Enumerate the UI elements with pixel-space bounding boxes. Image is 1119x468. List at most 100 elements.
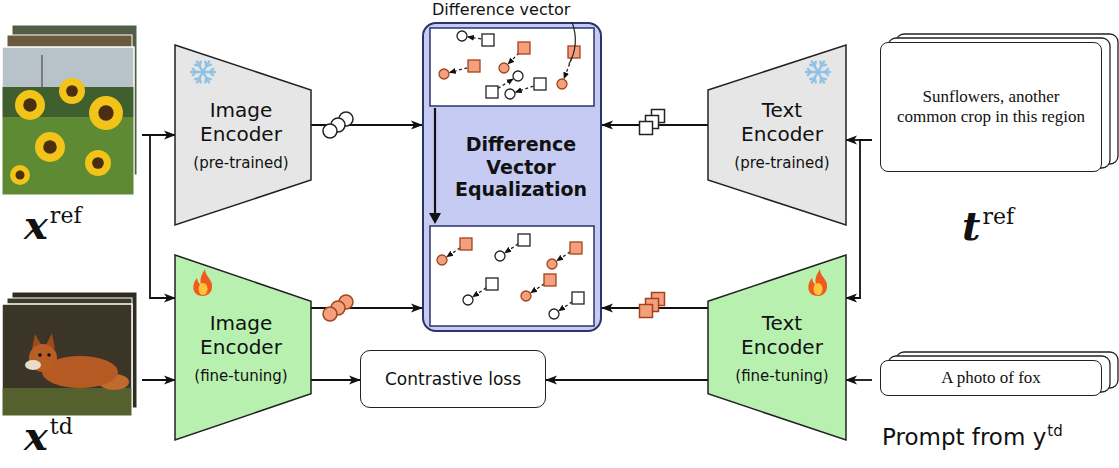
variable-name: t [962,206,980,246]
transform-arrow [434,108,436,214]
photo-antenna [41,55,43,87]
fox-snout [25,360,41,370]
encoder-state: (fine-tuning) [735,367,828,385]
loss-box: Contrastive loss [360,350,546,408]
encoder-state: (fine-tuning) [194,367,287,385]
sunflower-center [92,157,104,169]
image-embedding [505,89,515,99]
snowflake-arm [818,62,824,72]
sunflower-petals [89,96,123,130]
connector-arrow [546,379,708,381]
superscript: td [50,416,73,438]
snowflake-branch [808,72,811,75]
image-embedding [499,63,509,73]
difference-vector [447,248,460,257]
photo-field [2,117,134,195]
snowflake-branch [200,78,201,82]
connector-arrow [142,379,175,381]
text-sample: Sunflowers, another common crop in this … [891,87,1091,128]
text-stack: Sunflowers, another common crop in this … [872,28,1116,253]
difference-vector [505,244,518,253]
sunflower-petals [85,150,111,176]
encoder-block: Text Encoder(pre-trained) [708,45,846,225]
text-embedding [486,278,498,290]
fox-eye [38,353,42,357]
transform-arrowhead [429,213,441,224]
encoder-label: Image Encoder (fine-tuning) [185,255,297,440]
math-symbol: xref [24,205,82,245]
image-embedding [547,259,557,269]
module-name: Difference Vector Equalization [444,133,598,201]
snowflake-branch [205,62,206,66]
text-card: A photo of fox [880,360,1102,396]
fire-icon [808,269,827,296]
text-embedding [570,242,582,254]
text-embedding [518,234,530,246]
connector-arrow [142,135,175,298]
image-embedding [521,291,531,301]
text-embedding [468,60,480,72]
snowflake-branch [810,65,814,66]
photo-sky [2,47,134,195]
image-embedding [549,309,559,319]
text-stack: A photo of foxPrompt from ytd [872,350,1116,466]
text-embedding [544,274,556,286]
sunflower-petals [15,90,45,120]
superscript: ref [982,206,1014,228]
encoder-label: Image Encoder(pre-trained) [185,45,297,225]
encoder-label: Text Encoder(fine-tuning) [726,255,838,440]
difference-vector [468,37,481,39]
math-symbol: tref [962,206,1014,246]
module-box: Difference Vector Equalization [422,22,602,332]
connector-arrow [846,379,872,381]
sunflower-center [66,85,78,97]
trapezoid [708,255,846,440]
math-symbol: Prompt from ytd [882,424,1063,452]
image-stack: xtd [2,292,142,466]
snowflake-arm [812,72,818,82]
trapezoid [175,45,311,225]
snowflake-branch [195,65,199,66]
frozen-icon [806,62,830,83]
frozen-icon [191,62,215,83]
sunflower-center [16,171,25,180]
image-embedding [495,251,505,261]
sunflower-center [43,140,57,154]
prompt-caption: Prompt from y [882,424,1046,452]
snowflake-branch [207,78,211,79]
encoder-block: Image Encoder (fine-tuning) [175,255,311,440]
difference-vector [473,288,486,297]
sunflower-petals [59,78,85,104]
difference-vector [516,86,534,92]
encoder-name: Image Encoder [185,311,297,359]
difference-vector [557,252,570,261]
leader-line [569,22,575,64]
snowflake-arm [203,62,209,72]
snowflake-branch [193,72,196,75]
encoder-block: Image Encoder(pre-trained) [175,45,311,225]
text-embedding-icon [640,293,665,318]
trapezoid [175,255,311,440]
image-embedding [457,31,467,41]
encoder-block: Text Encoder(fine-tuning) [708,255,846,440]
sunflower-center [23,98,37,112]
difference-vector [498,79,513,88]
encoder-name: Image Encoder [185,98,297,146]
image-embedding [463,295,473,305]
image-embedding [557,79,567,89]
photo-frame [2,47,134,195]
text-embedding-icon [640,110,665,135]
connector-arrow [311,379,360,381]
image-embedding [439,69,449,79]
loss-name: Contrastive loss [385,369,521,389]
text-embedding [572,292,584,304]
image-embedding [437,255,447,265]
text-embedding [482,34,494,46]
text-embedding [486,86,498,98]
photo-frame [2,304,132,416]
panel [430,28,594,106]
image-embedding-icon [323,295,353,321]
difference-vector [531,284,544,293]
